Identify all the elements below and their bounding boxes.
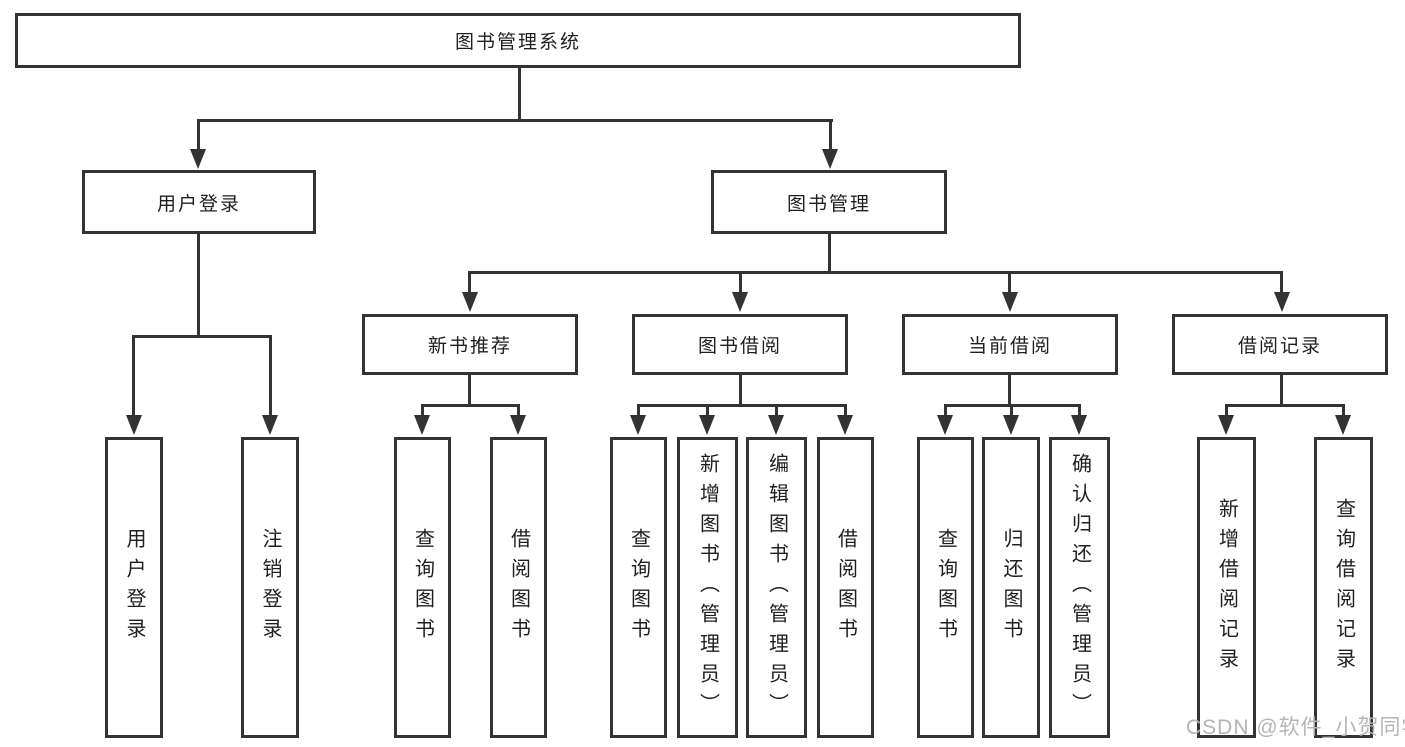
connector-drop xyxy=(637,404,640,417)
node-book-borrow: 图书借阅 xyxy=(632,314,848,375)
arrow-down-icon xyxy=(1002,292,1018,312)
connector-user-login-bar xyxy=(132,335,272,338)
connector-drop xyxy=(775,404,778,417)
connector-drop-login-leaf xyxy=(132,335,135,415)
arrow-down-icon xyxy=(732,292,748,312)
leaf-query-borrow-record: 查询借阅记录 xyxy=(1314,437,1373,738)
leaf-borrow-books-recommend: 借阅图书 xyxy=(490,437,547,738)
leaf-query-books-recommend: 查询图书 xyxy=(394,437,451,738)
arrow-down-icon xyxy=(190,149,206,169)
leaf-user-login: 用户登录 xyxy=(105,437,163,738)
connector-root-stem xyxy=(518,67,521,121)
node-borrow-records: 借阅记录 xyxy=(1172,314,1388,375)
csdn-watermark: CSDN @软件_小贺同学 xyxy=(1186,716,1405,739)
arrow-down-icon xyxy=(822,149,838,169)
leaf-query-books-current: 查询图书 xyxy=(917,437,974,738)
leaf-add-borrow-record: 新增借阅记录 xyxy=(1197,437,1256,738)
node-new-book-recommend: 新书推荐 xyxy=(362,314,578,375)
arrow-down-icon xyxy=(837,415,853,435)
arrow-down-icon xyxy=(1335,415,1351,435)
connector-drop-current-borrow xyxy=(1008,271,1011,294)
connector-drop xyxy=(944,404,947,417)
connector-drop-book-management xyxy=(829,119,832,151)
connector-borrow-records-stem xyxy=(1280,374,1283,407)
arrow-down-icon xyxy=(1003,415,1019,435)
connector-book-borrow-stem xyxy=(739,374,742,407)
leaf-return-books: 归还图书 xyxy=(982,437,1040,738)
arrow-down-icon xyxy=(937,415,953,435)
connector-drop xyxy=(1225,404,1228,417)
arrow-down-icon xyxy=(414,415,430,435)
arrow-down-icon xyxy=(630,415,646,435)
arrow-down-icon xyxy=(768,415,784,435)
arrow-down-icon xyxy=(1071,415,1087,435)
connector-drop-user-login xyxy=(197,119,200,151)
connector-drop xyxy=(1342,404,1345,417)
node-book-management: 图书管理 xyxy=(711,170,947,234)
connector-book-management-stem xyxy=(828,233,831,274)
connector-level1-bar xyxy=(197,119,833,122)
connector-new-book-stem xyxy=(468,374,471,407)
connector-drop-logout-leaf xyxy=(269,335,272,415)
node-current-borrow: 当前借阅 xyxy=(902,314,1118,375)
connector-level2-bar xyxy=(468,271,1283,274)
arrow-down-icon xyxy=(462,292,478,312)
connector-book-borrow-bar xyxy=(637,404,847,407)
arrow-down-icon xyxy=(699,415,715,435)
connector-drop-book-borrow xyxy=(739,271,742,294)
connector-current-borrow-stem xyxy=(1008,374,1011,407)
leaf-edit-books-admin: 编辑图书（管理员） xyxy=(746,437,807,738)
connector-drop-borrow-records xyxy=(1280,271,1283,294)
connector-drop xyxy=(706,404,709,417)
arrow-down-icon xyxy=(510,415,526,435)
node-library-management-system: 图书管理系统 xyxy=(15,13,1021,68)
connector-drop xyxy=(1078,404,1081,417)
arrow-down-icon xyxy=(1218,415,1234,435)
leaf-query-books-borrow: 查询图书 xyxy=(610,437,667,738)
connector-drop xyxy=(1010,404,1013,417)
connector-new-book-bar xyxy=(421,404,520,407)
leaf-add-books-admin: 新增图书（管理员） xyxy=(677,437,738,738)
connector-drop xyxy=(844,404,847,417)
connector-drop xyxy=(421,404,424,417)
leaf-confirm-return-admin: 确认归还（管理员） xyxy=(1049,437,1110,738)
arrow-down-icon xyxy=(1274,292,1290,312)
leaf-logout: 注销登录 xyxy=(241,437,299,738)
node-user-login: 用户登录 xyxy=(82,170,316,234)
connector-drop xyxy=(517,404,520,417)
connector-borrow-records-bar xyxy=(1225,404,1345,407)
connector-user-login-stem xyxy=(197,233,200,337)
arrow-down-icon xyxy=(126,415,142,435)
arrow-down-icon xyxy=(262,415,278,435)
connector-drop-new-book xyxy=(468,271,471,294)
leaf-borrow-books: 借阅图书 xyxy=(817,437,874,738)
